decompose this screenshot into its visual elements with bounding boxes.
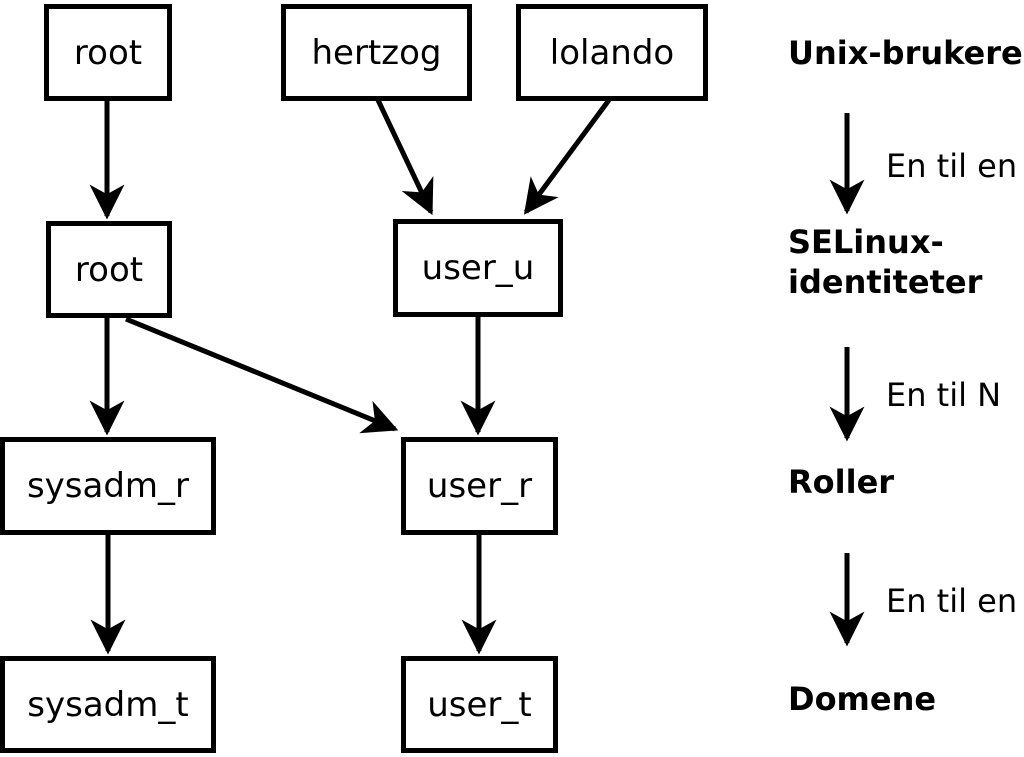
node-role-sysadm-r: sysadm_r	[0, 437, 216, 535]
node-selinux-user-u-label: user_u	[421, 248, 535, 288]
node-unix-hertzog: hertzog	[281, 4, 472, 101]
legend-domains-title: Domene	[788, 680, 937, 718]
node-unix-lolando-label: lolando	[549, 32, 675, 73]
node-selinux-root-label: root	[74, 249, 144, 290]
node-domain-sysadm-t-label: sysadm_t	[27, 684, 189, 725]
node-domain-user-t: user_t	[401, 656, 558, 753]
node-selinux-user-u: user_u	[393, 219, 563, 317]
node-unix-hertzog-label: hertzog	[311, 32, 442, 73]
legend-selinux-identities-title: SELinux- identiteter	[788, 223, 983, 301]
node-role-sysadm-r-label: sysadm_r	[26, 466, 190, 506]
node-selinux-root: root	[46, 221, 172, 318]
node-domain-sysadm-t: sysadm_t	[0, 656, 216, 753]
edge-root-to-user-r-arrow	[125, 316, 399, 434]
edge-hertzog-to-user-u-arrow	[375, 98, 434, 216]
legend-roles-title: Roller	[788, 463, 895, 501]
legend-one-to-one-label-2: En til en	[886, 582, 1018, 620]
node-unix-root: root	[44, 4, 172, 101]
node-role-user-r: user_r	[401, 437, 558, 535]
node-unix-lolando: lolando	[516, 4, 708, 101]
node-role-user-r-label: user_r	[426, 466, 533, 506]
node-domain-user-t-label: user_t	[427, 684, 532, 725]
node-unix-root-label: root	[73, 32, 143, 73]
legend-one-to-one-label-1: En til en	[886, 147, 1018, 185]
legend-unix-users-title: Unix-brukere	[788, 34, 1023, 72]
edge-lolando-to-user-u-arrow	[523, 98, 612, 215]
legend-one-to-n-label: En til N	[886, 376, 1002, 414]
